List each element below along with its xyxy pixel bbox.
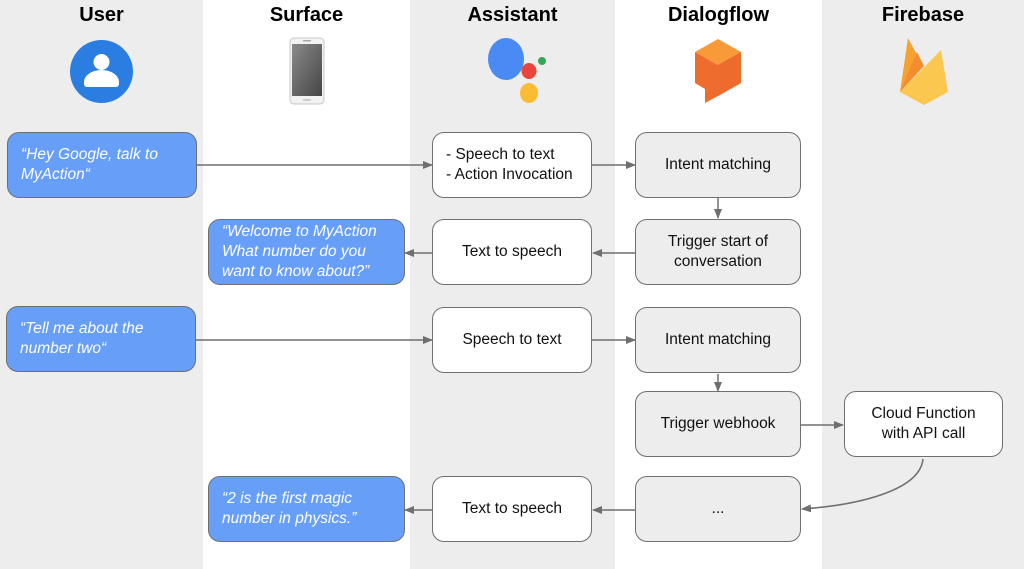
lane-title-dialogflow: Dialogflow (667, 4, 770, 26)
user-message-1: “Hey Google, talk to MyAction“ (7, 132, 197, 198)
lane-title-user: User (79, 4, 124, 26)
lane-title-firebase: Firebase (881, 4, 965, 26)
lane-firebase: Firebase (822, 0, 1024, 569)
user-message-2: “Tell me about the number two“ (6, 306, 196, 372)
google-assistant-icon (484, 37, 554, 110)
arrow-cloud-function-to-dialogflow (801, 458, 924, 513)
dialogflow-step-trigger-webhook: Trigger webhook (635, 391, 801, 457)
assistant-step-text-to-speech-2: Text to speech (432, 476, 592, 542)
assistant-step-text-to-speech-1: Text to speech (432, 219, 592, 285)
surface-response-1: “Welcome to MyAction What number do you … (208, 219, 405, 285)
assistant-step-speech-to-text: Speech to text (432, 307, 592, 373)
dialogflow-step-intent-matching-2: Intent matching (635, 307, 801, 373)
dialogflow-icon (693, 38, 743, 109)
firebase-step-cloud-function: Cloud Function with API call (844, 391, 1003, 457)
surface-response-2: “2 is the first magic number in physics.… (208, 476, 405, 542)
firebase-icon (898, 36, 950, 111)
smartphone-icon (289, 37, 325, 110)
lane-user: User (0, 0, 203, 569)
dialogflow-step-ellipsis: ... (635, 476, 801, 542)
user-account-icon (70, 40, 133, 108)
dialogflow-step-intent-matching-1: Intent matching (635, 132, 801, 198)
dialogflow-step-trigger-start: Trigger start of conversation (635, 219, 801, 285)
lane-title-surface: Surface (269, 4, 344, 26)
assistant-step-speech-invocation: - Speech to text - Action Invocation (432, 132, 592, 198)
lane-title-assistant: Assistant (467, 4, 558, 26)
